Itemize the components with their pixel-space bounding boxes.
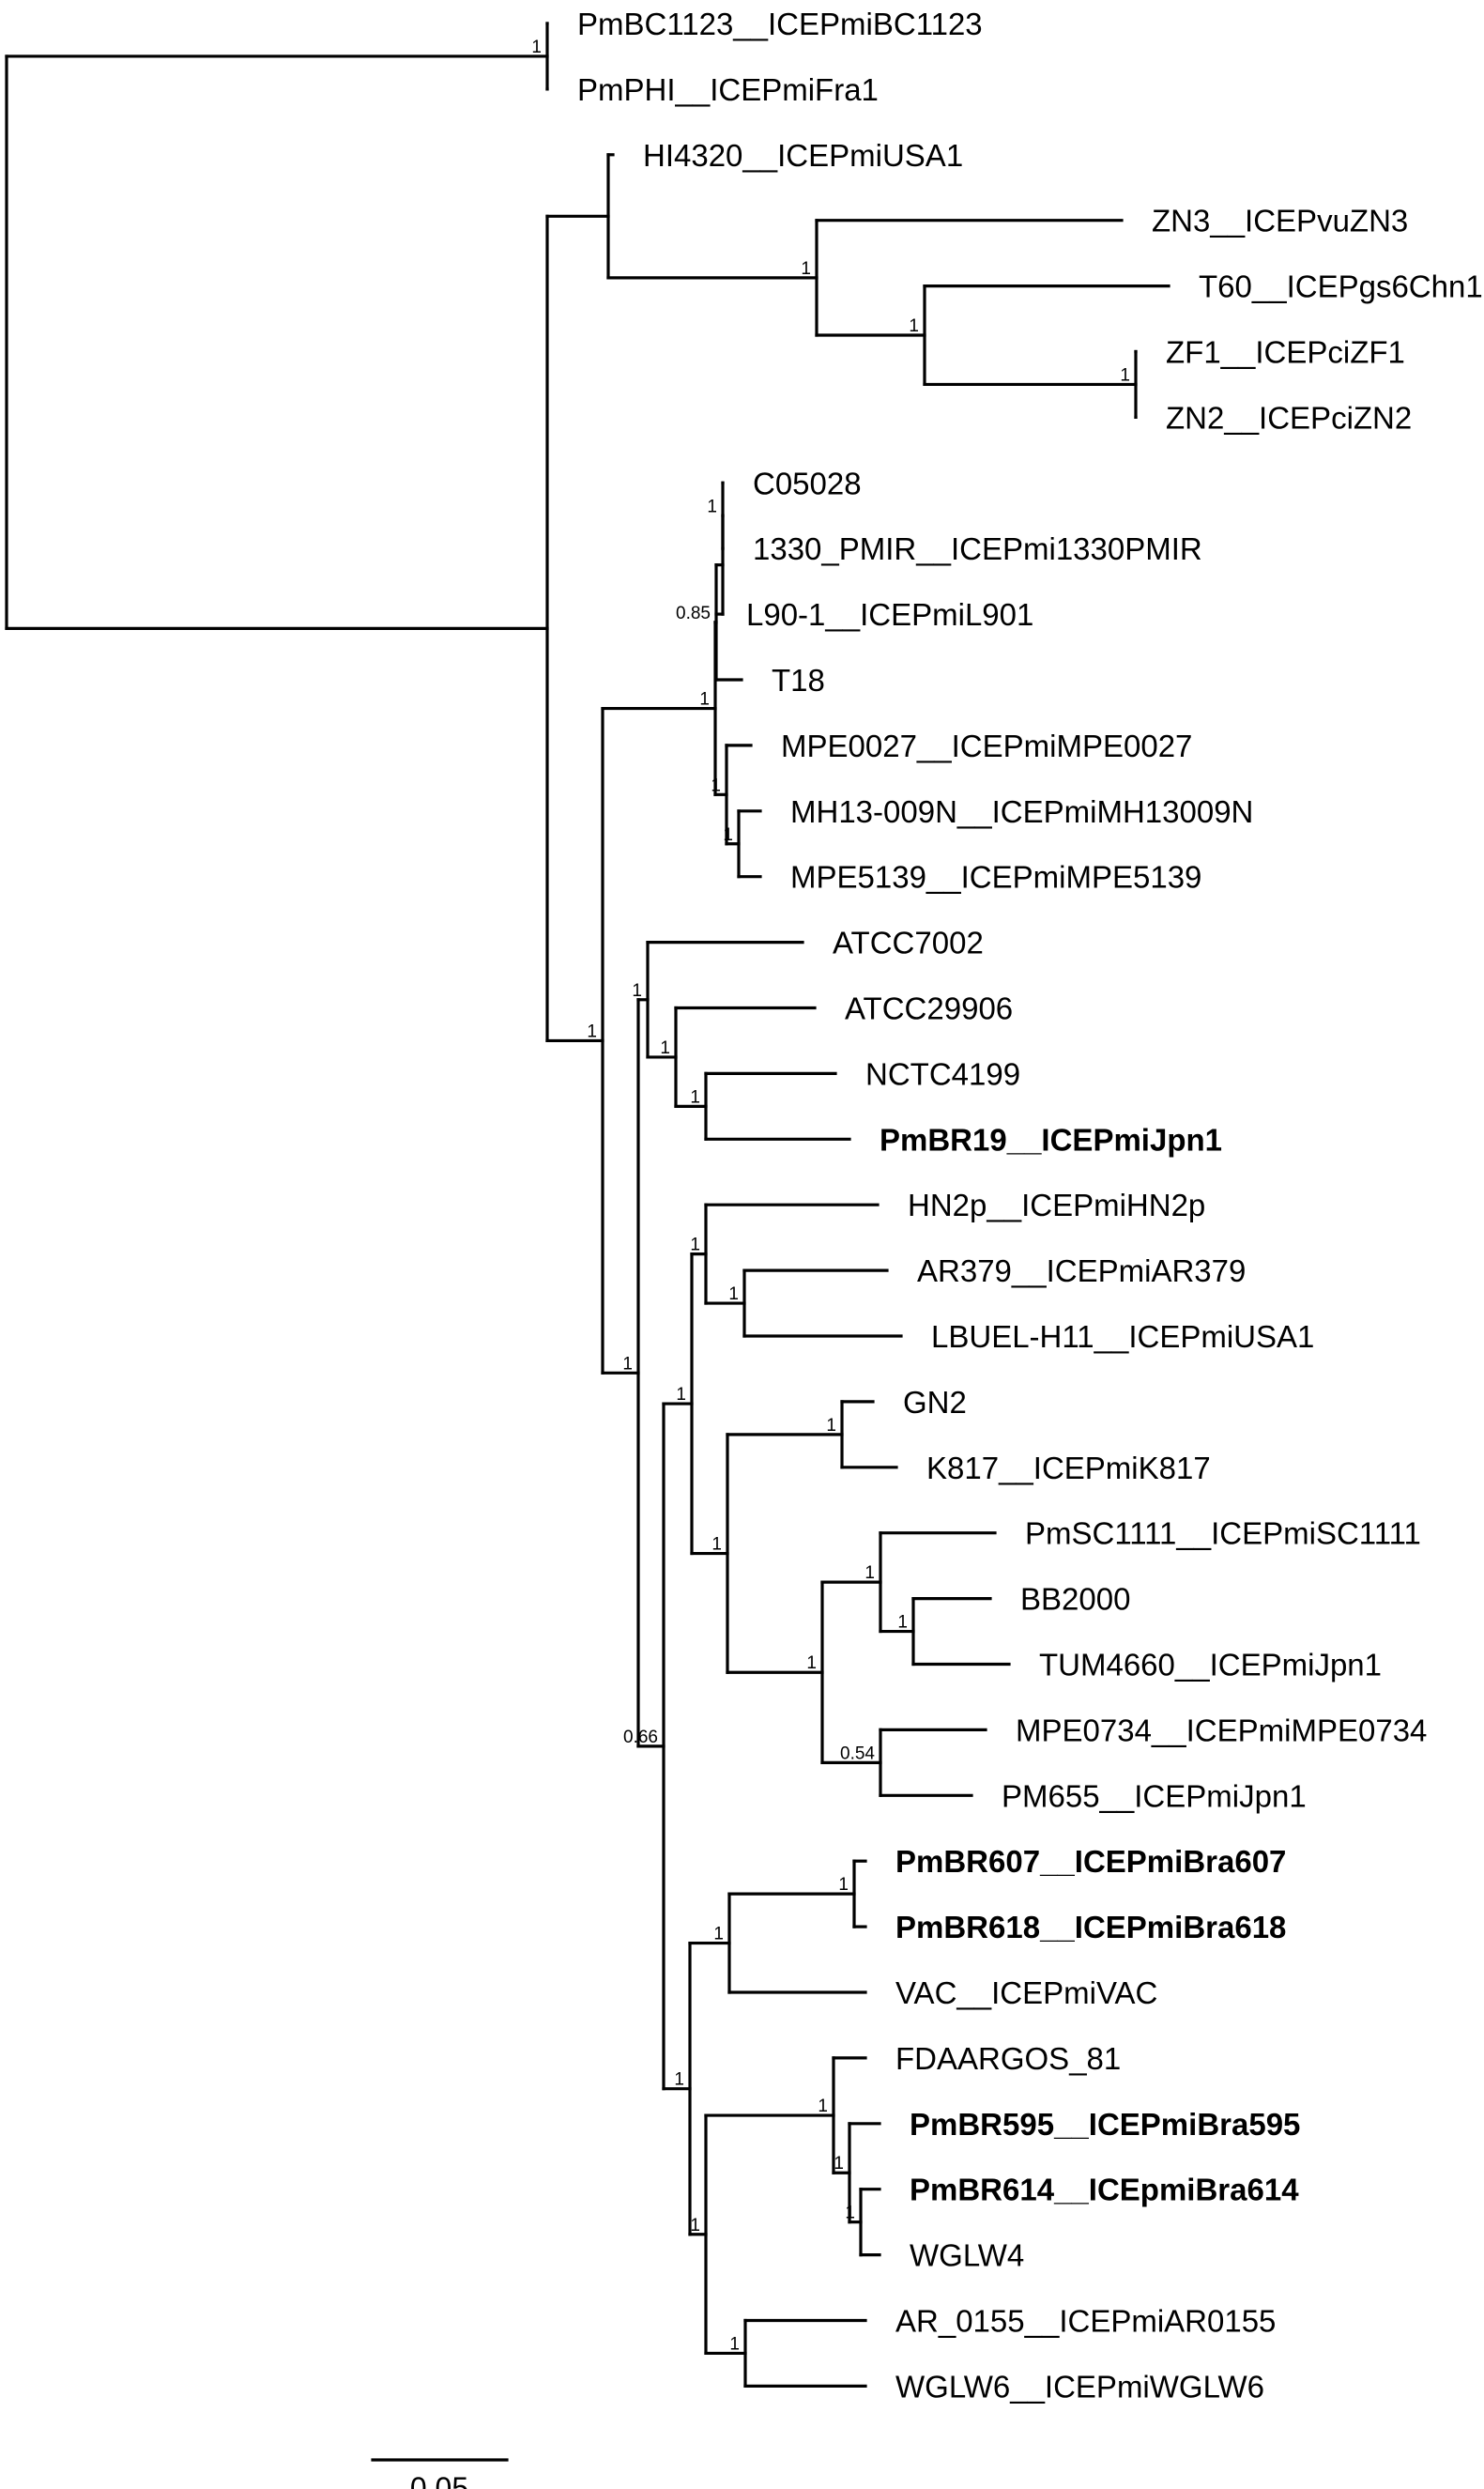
support-value: 1 — [707, 497, 717, 516]
support-value: 1 — [806, 1653, 817, 1673]
taxon-label: PmBC1123__ICEPmiBC1123 — [577, 7, 983, 41]
support-value: 1 — [690, 2216, 700, 2235]
taxon-labels: PmBC1123__ICEPmiBC1123PmPHI__ICEPmiFra1H… — [577, 7, 1483, 2404]
support-value: 1 — [660, 1038, 670, 1058]
taxon-label: WGLW6__ICEPmiWGLW6 — [895, 2369, 1264, 2404]
support-value: 1 — [801, 259, 811, 279]
taxon-label: MPE0734__ICEPmiMPE0734 — [1016, 1713, 1427, 1747]
taxon-label: AR_0155__ICEPmiAR0155 — [895, 2304, 1276, 2339]
taxon-label: 1330_PMIR__ICEPmi1330PMIR — [753, 531, 1202, 566]
support-value: 0.85 — [676, 604, 711, 623]
support-value: 1 — [531, 38, 542, 57]
scale-bar: 0.05 — [371, 2458, 509, 2489]
support-value: 1 — [845, 2204, 855, 2223]
support-value: 1 — [622, 1354, 633, 1374]
support-value: 1 — [838, 1875, 849, 1895]
taxon-label: PmBR607__ICEPmiBra607 — [895, 1844, 1286, 1879]
scale-bar-label: 0.05 — [410, 2471, 468, 2489]
support-value: 1 — [699, 690, 710, 710]
taxon-label: VAC__ICEPmiVAC — [895, 1975, 1157, 2010]
taxon-label: TUM4660__ICEPmiJpn1 — [1039, 1648, 1382, 1682]
taxon-label: PmPHI__ICEPmiFra1 — [577, 72, 879, 107]
support-values: 1 1 1 1 1 0.85 1 1 1 1 1 1 1 1 1 1 1 0.54 1 1 1 1 1 1 1 1 1 1 1 0.66 1… — [531, 38, 1130, 2354]
taxon-label: ZN3__ICEPvuZN3 — [1152, 204, 1408, 238]
support-value: 1 — [711, 1535, 722, 1555]
taxon-label: PmBR595__ICEPmiBra595 — [910, 2107, 1300, 2142]
support-value: 1 — [897, 1613, 908, 1633]
taxon-label: MH13-009N__ICEPmiMH13009N — [790, 794, 1253, 829]
taxon-label: LBUEL-H11__ICEPmiUSA1 — [931, 1319, 1314, 1354]
taxon-label: ZN2__ICEPciZN2 — [1166, 400, 1412, 435]
taxon-label: PmBR614__ICEpmiBra614 — [910, 2173, 1299, 2207]
taxon-label: C05028 — [753, 466, 862, 500]
taxon-label: MPE5139__ICEPmiMPE5139 — [790, 860, 1201, 895]
support-value: 1 — [587, 1022, 597, 1041]
support-value: 1 — [711, 776, 721, 795]
taxon-label: T60__ICEPgs6Chn1 — [1199, 269, 1483, 304]
support-value: 1 — [1120, 365, 1130, 385]
taxon-label: HI4320__ICEPmiUSA1 — [643, 138, 963, 173]
support-value: 1 — [632, 981, 642, 1001]
support-value: 1 — [864, 1563, 875, 1583]
support-value: 1 — [690, 1087, 700, 1107]
support-value: 1 — [818, 2097, 828, 2116]
taxon-label: GN2 — [903, 1385, 967, 1420]
tree-branches — [5, 22, 1170, 2388]
support-value: 1 — [713, 1925, 724, 1944]
support-value: 1 — [834, 2154, 844, 2174]
taxon-label: HN2p__ICEPmiHN2p — [908, 1188, 1205, 1222]
taxon-label: K817__ICEPmiK817 — [926, 1451, 1211, 1485]
support-value: 1 — [826, 1416, 836, 1436]
support-value: 1 — [728, 1284, 739, 1304]
taxon-label: WGLW4 — [910, 2238, 1024, 2273]
support-value: 1 — [723, 825, 733, 845]
taxon-label: L90-1__ICEPmiL901 — [746, 597, 1033, 632]
taxon-label: ZF1__ICEPciZF1 — [1166, 335, 1405, 370]
support-value: 1 — [676, 1385, 686, 1405]
support-value: 0.54 — [840, 1744, 875, 1763]
taxon-label: AR379__ICEPmiAR379 — [917, 1253, 1246, 1288]
taxon-label: PmBR618__ICEPmiBra618 — [895, 1910, 1286, 1944]
support-value: 1 — [729, 2334, 740, 2354]
support-value: 1 — [909, 316, 919, 336]
taxon-label: T18 — [772, 663, 825, 698]
taxon-label: PmSC1111__ICEPmiSC1111 — [1025, 1516, 1421, 1551]
taxon-label: MPE0027__ICEPmiMPE0027 — [781, 729, 1192, 763]
taxon-label: ATCC7002 — [833, 926, 984, 960]
support-value: 1 — [690, 1236, 700, 1255]
support-value: 0.66 — [623, 1728, 658, 1747]
taxon-label: ATCC29906 — [845, 991, 1013, 1026]
taxon-label: PM655__ICEPmiJpn1 — [1002, 1778, 1307, 1813]
taxon-label: NCTC4199 — [865, 1056, 1020, 1091]
support-value: 1 — [674, 2070, 684, 2090]
taxon-label: BB2000 — [1020, 1582, 1130, 1617]
taxon-label: PmBR19__ICEPmiJpn1 — [880, 1122, 1222, 1157]
taxon-label: FDAARGOS_81 — [895, 2041, 1121, 2076]
